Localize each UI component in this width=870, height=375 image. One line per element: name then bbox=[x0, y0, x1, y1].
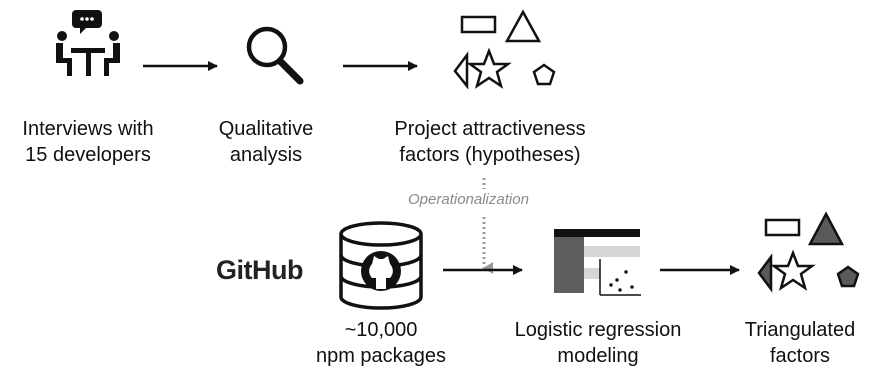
label-factors: Project attractiveness factors (hypothes… bbox=[370, 116, 610, 168]
label-triangulated-line2: factors bbox=[769, 345, 831, 367]
label-regression: Logistic regression modeling bbox=[488, 317, 708, 369]
regression-plot-icon bbox=[554, 229, 641, 296]
label-analysis: Qualitative analysis bbox=[196, 116, 336, 168]
label-interviews-line2: 15 developers bbox=[25, 144, 151, 166]
label-packages-line1: ~10,000 bbox=[344, 319, 418, 341]
label-regression-line1: Logistic regression bbox=[514, 319, 682, 341]
magnifier-icon bbox=[246, 26, 304, 85]
shapes-outline-icon bbox=[453, 9, 556, 90]
label-packages: ~10,000 npm packages bbox=[296, 317, 466, 369]
label-operationalization: Operationalization bbox=[408, 191, 529, 208]
github-logo-text: GitHub bbox=[216, 255, 303, 285]
label-interviews: Interviews with 15 developers bbox=[0, 116, 176, 168]
label-regression-line2: modeling bbox=[557, 345, 639, 367]
label-factors-line2: factors (hypotheses) bbox=[399, 144, 581, 166]
label-triangulated-line1: Triangulated bbox=[744, 319, 856, 341]
database-github-icon bbox=[339, 221, 423, 310]
label-interviews-line1: Interviews with bbox=[22, 118, 154, 140]
shapes-filled-icon bbox=[757, 211, 860, 293]
label-packages-line2: npm packages bbox=[315, 345, 447, 367]
label-factors-line1: Project attractiveness bbox=[394, 118, 586, 140]
people-talking-icon bbox=[56, 10, 120, 76]
label-analysis-line1: Qualitative bbox=[218, 118, 314, 140]
label-triangulated: Triangulated factors bbox=[730, 317, 870, 369]
label-analysis-line2: analysis bbox=[229, 144, 303, 166]
